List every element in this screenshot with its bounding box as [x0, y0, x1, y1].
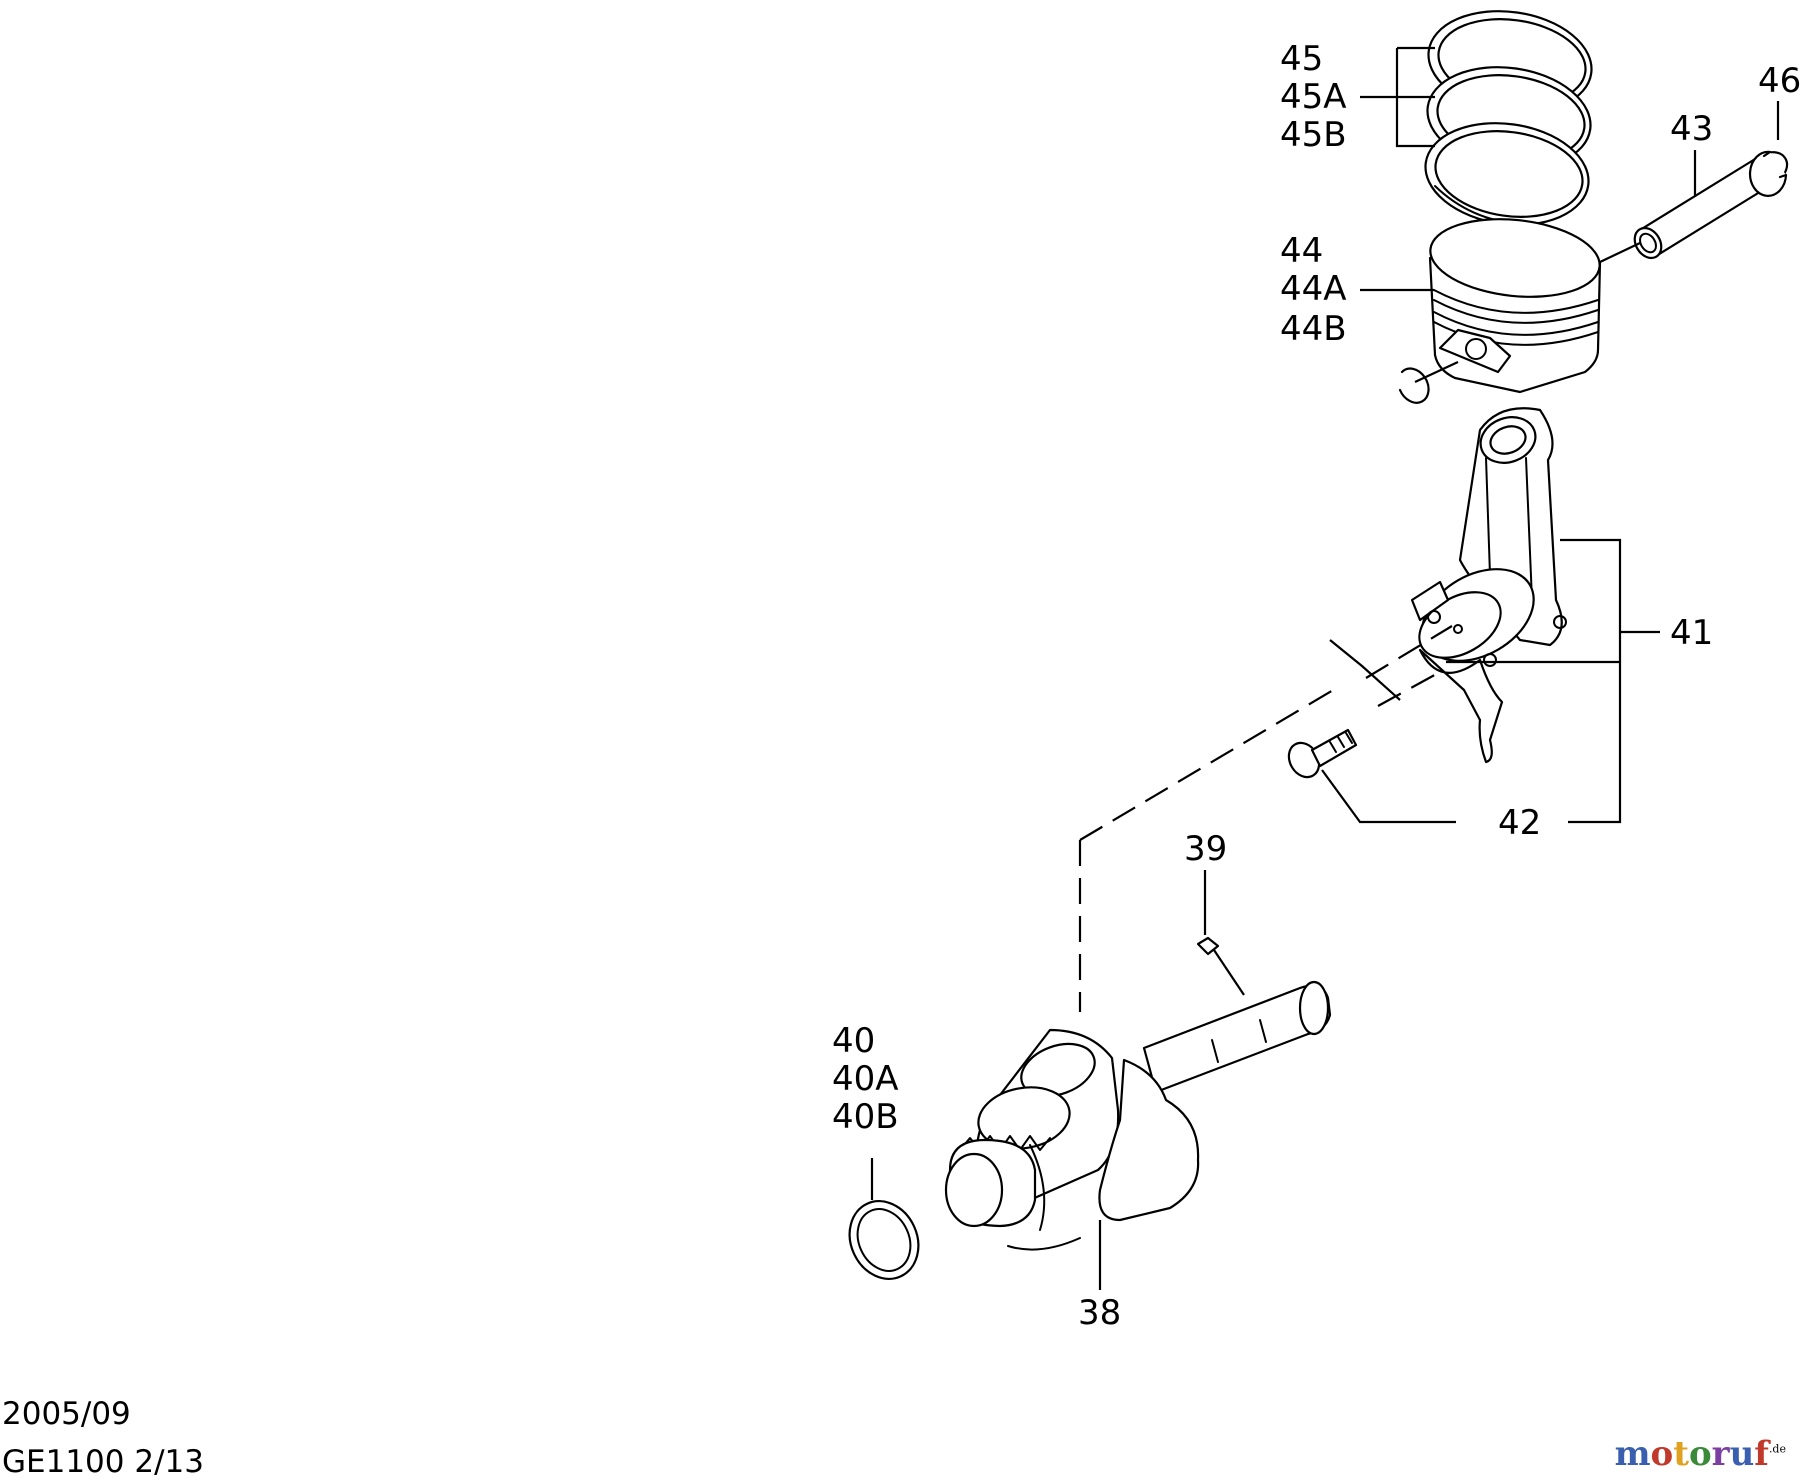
callout-40a: 40A — [832, 1059, 899, 1099]
logo-letter: o — [1650, 1434, 1674, 1474]
logo-letter: m — [1614, 1434, 1651, 1474]
o-ring-40 — [848, 1200, 920, 1280]
key-39 — [1196, 936, 1220, 956]
callout-46: 46 — [1758, 61, 1800, 101]
logo-suffix: .de — [1768, 1442, 1786, 1456]
callout-45: 45 — [1280, 39, 1323, 79]
callout-40b: 40B — [832, 1097, 899, 1137]
callout-40: 40 — [832, 1021, 875, 1061]
callout-45b: 45B — [1280, 115, 1347, 155]
circlip-46 — [1748, 150, 1788, 197]
footer-model-page: GE1100 2/13 — [2, 1444, 204, 1480]
crankshaft-38 — [944, 980, 1332, 1251]
connecting-rod-41 — [1410, 407, 1567, 764]
logo-letter: f — [1754, 1434, 1769, 1474]
callout-38: 38 — [1078, 1293, 1121, 1333]
logo-letter: u — [1729, 1434, 1755, 1474]
callout-44: 44 — [1280, 231, 1323, 271]
logo-letter: t — [1673, 1434, 1689, 1474]
logo-letter: r — [1711, 1434, 1730, 1474]
piston-rings-45 — [1424, 10, 1593, 226]
logo-wordmark: motoruf — [1615, 1434, 1769, 1474]
piston-44 — [1428, 218, 1602, 394]
footer-date: 2005/09 — [2, 1396, 131, 1432]
circlip-44-left — [1398, 367, 1430, 404]
motoruf-logo: motoruf.de — [1615, 1434, 1786, 1474]
callout-44a: 44A — [1280, 269, 1347, 309]
callout-45a: 45A — [1280, 77, 1347, 117]
logo-letter: o — [1688, 1434, 1712, 1474]
callout-39: 39 — [1184, 829, 1227, 869]
callout-42: 42 — [1498, 803, 1541, 843]
callout-41: 41 — [1670, 613, 1713, 653]
callout-44b: 44B — [1280, 309, 1347, 349]
callout-43: 43 — [1670, 109, 1713, 149]
rod-bolt-42 — [1287, 728, 1358, 779]
